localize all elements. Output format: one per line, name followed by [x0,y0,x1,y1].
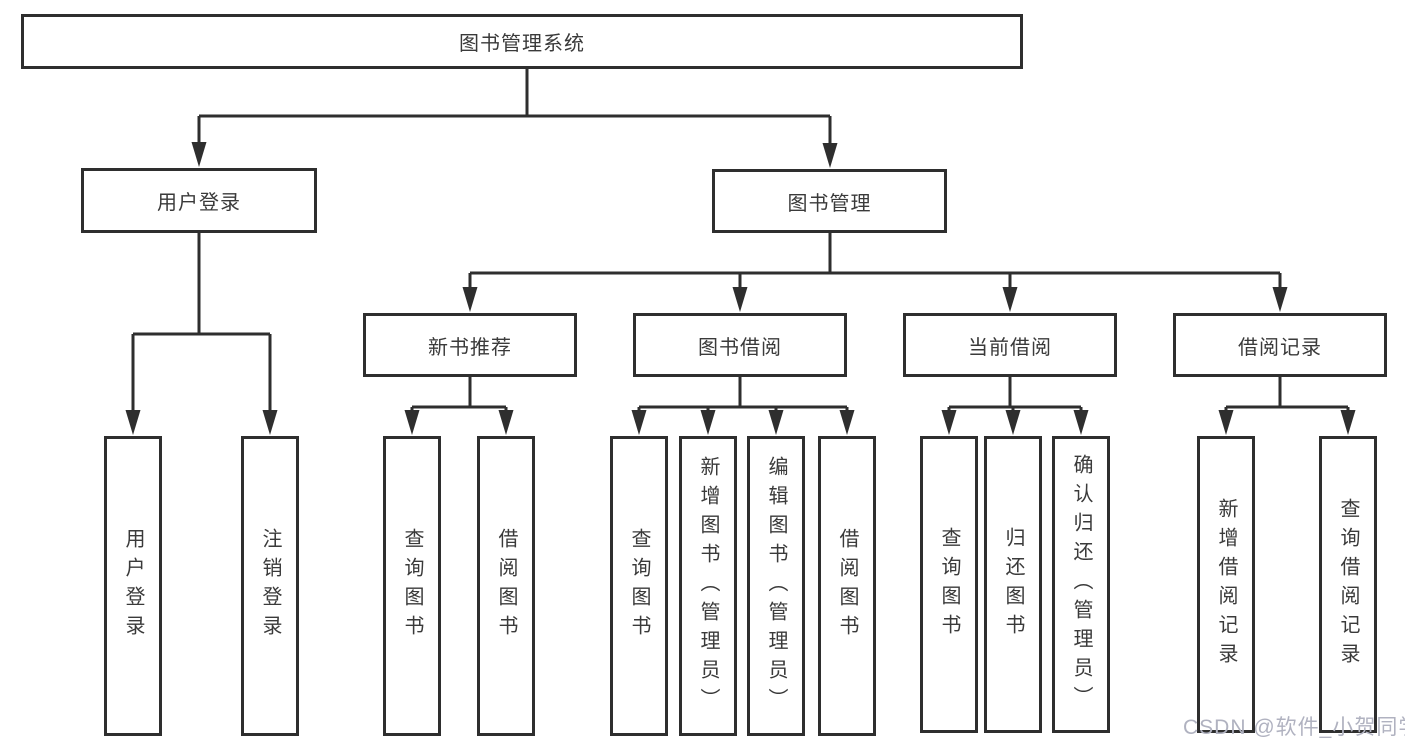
leaf-label: 编辑图书（管理员） [765,455,787,717]
node-current-borrow: 当前借阅 [903,313,1117,377]
arrowhead [1073,410,1089,435]
node-current-borrow-label: 当前借阅 [968,336,1052,359]
node-book-borrow: 图书借阅 [633,313,847,377]
node-leaf-return-books: 归还图书 [984,436,1042,733]
node-leaf-query-current: 查询图书 [920,436,978,733]
node-leaf-borrow-books: 借阅图书 [818,436,876,736]
leaf-label: 新增图书（管理员） [697,455,719,717]
arrowhead [1272,287,1288,312]
arrowhead [732,287,748,312]
node-book-management-label: 图书管理 [787,192,872,215]
arrowhead [498,410,514,435]
arrowhead [404,410,420,435]
node-leaf-confirm-return-admin: 确认归还（管理员） [1052,436,1110,733]
leaf-label: 借阅图书 [836,528,858,644]
arrowhead [839,410,855,435]
arrowhead [1340,410,1356,435]
leaf-label: 确认归还（管理员） [1070,454,1092,715]
connector-book-management [468,233,1282,292]
connector-book-borrow [637,377,849,415]
leaf-label: 用户登录 [122,528,144,644]
leaf-label: 归还图书 [1002,526,1024,643]
leaf-label: 新增借阅记录 [1215,497,1237,672]
node-leaf-borrow-books-rec: 借阅图书 [477,436,535,736]
arrowhead [700,410,716,435]
connector-borrow-records [1224,377,1350,415]
node-borrow-records: 借阅记录 [1173,313,1387,377]
leaf-label: 查询图书 [401,528,423,644]
leaf-label: 查询图书 [938,526,960,643]
arrowhead [1218,410,1234,435]
arrowhead [191,142,207,167]
node-book-management: 图书管理 [712,169,947,233]
arrowhead [822,143,838,168]
node-leaf-user-login: 用户登录 [104,436,162,736]
node-root: 图书管理系统 [21,14,1023,69]
arrowhead [462,287,478,312]
arrowheads [125,142,1356,435]
arrowhead [1002,287,1018,312]
node-leaf-add-borrow-record: 新增借阅记录 [1197,436,1255,733]
node-user-login: 用户登录 [81,168,317,233]
leaf-label: 借阅图书 [495,528,517,644]
node-root-label: 图书管理系统 [459,33,585,55]
node-leaf-query-borrow-record: 查询借阅记录 [1319,436,1377,733]
node-leaf-query-books: 查询图书 [610,436,668,736]
node-borrow-records-label: 借阅记录 [1238,336,1322,359]
connector-root [197,69,832,147]
arrowhead [768,410,784,435]
node-user-login-label: 用户登录 [157,192,241,214]
connector-new-book-rec [410,377,508,415]
leaf-label: 查询借阅记录 [1337,497,1359,672]
arrowhead [125,410,141,435]
connector-user-login [131,233,272,414]
arrowhead [941,410,957,435]
leaf-label: 注销登录 [259,528,281,644]
node-new-book-rec: 新书推荐 [363,313,577,377]
node-new-book-rec-label: 新书推荐 [428,336,512,359]
connector-current-borrow [947,377,1083,415]
node-leaf-query-books-rec: 查询图书 [383,436,441,736]
node-leaf-logout: 注销登录 [241,436,299,736]
node-leaf-add-books-admin: 新增图书（管理员） [679,436,737,736]
watermark-csdn: CSDN @软件_小贺同学 [1183,716,1405,739]
arrowhead [262,410,278,435]
arrowhead [631,410,647,435]
node-leaf-edit-books-admin: 编辑图书（管理员） [747,436,805,736]
leaf-label: 查询图书 [628,528,650,644]
node-book-borrow-label: 图书借阅 [698,336,782,359]
arrowhead [1005,410,1021,435]
